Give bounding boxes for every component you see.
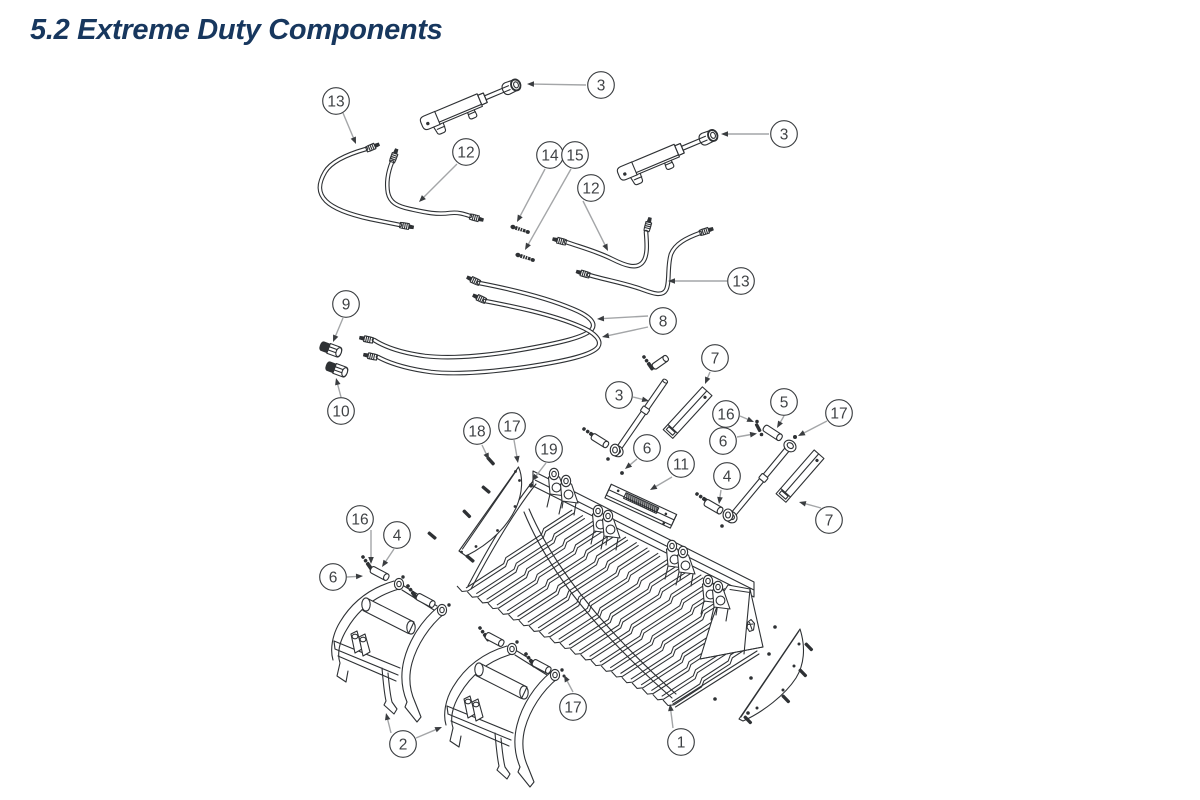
svg-text:12: 12 bbox=[457, 144, 474, 161]
svg-text:16: 16 bbox=[717, 406, 734, 423]
svg-text:4: 4 bbox=[723, 468, 732, 485]
svg-text:17: 17 bbox=[564, 699, 581, 716]
svg-text:14: 14 bbox=[541, 147, 559, 164]
svg-text:9: 9 bbox=[342, 296, 351, 313]
svg-text:5: 5 bbox=[780, 394, 789, 411]
svg-text:19: 19 bbox=[540, 441, 557, 458]
svg-text:17: 17 bbox=[830, 405, 847, 422]
svg-text:3: 3 bbox=[597, 77, 606, 94]
svg-text:13: 13 bbox=[327, 93, 344, 110]
svg-text:15: 15 bbox=[566, 147, 583, 164]
svg-text:7: 7 bbox=[711, 350, 720, 367]
svg-text:8: 8 bbox=[659, 313, 668, 330]
svg-text:17: 17 bbox=[503, 418, 520, 435]
svg-text:7: 7 bbox=[825, 512, 834, 529]
svg-text:4: 4 bbox=[393, 527, 402, 544]
svg-text:6: 6 bbox=[329, 569, 338, 586]
svg-text:10: 10 bbox=[332, 403, 350, 420]
svg-text:12: 12 bbox=[582, 180, 599, 197]
svg-text:18: 18 bbox=[468, 423, 485, 440]
svg-text:3: 3 bbox=[615, 387, 624, 404]
svg-text:11: 11 bbox=[673, 456, 689, 473]
svg-text:1: 1 bbox=[677, 734, 686, 751]
svg-text:3: 3 bbox=[780, 126, 789, 143]
svg-text:2: 2 bbox=[399, 736, 408, 753]
svg-text:16: 16 bbox=[351, 511, 368, 528]
svg-text:6: 6 bbox=[719, 433, 728, 450]
svg-text:13: 13 bbox=[732, 273, 749, 290]
svg-text:6: 6 bbox=[643, 440, 652, 457]
